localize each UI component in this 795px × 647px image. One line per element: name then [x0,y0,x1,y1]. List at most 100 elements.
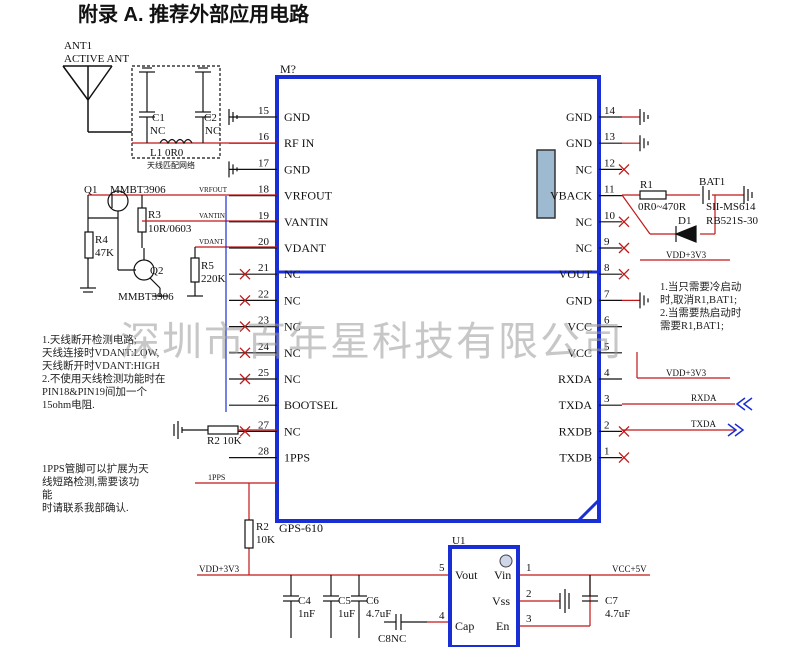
page-heading: 附录 A. 推荐外部应用电路 [78,4,310,26]
right-pin-group: 14GND13GND12NC11VBACK10NC9NC8VOUT7GND6VC… [550,105,649,465]
r5-value: 220K [201,273,226,285]
note-detect-6: 15ohm电阻. [42,398,95,411]
note-battery-2: 时,取消R1,BAT1; [660,293,737,306]
detect-circuit [80,190,277,297]
r5-ref: R5 [201,260,214,272]
reg-pin-vout-name: Vout [455,568,478,582]
module-corner [576,498,601,523]
no-connect-mark [239,347,251,359]
c5-ref: C5 [338,595,351,607]
module-part: GPS-610 [279,521,323,535]
pin-name: GND [566,136,592,150]
pin-name: VCC [567,320,592,334]
net-txda: TXDA [691,419,716,429]
pin-number: 22 [258,288,269,300]
regulator-section [197,545,650,647]
bat1-part: SII-MS614 [706,201,756,213]
c4-ref: C4 [298,595,311,607]
pullup-resistor [244,519,254,549]
antenna-section [62,65,132,133]
pin-number: 28 [258,446,270,458]
d1-part: RB521S-30 [706,215,758,227]
no-connect-mark [239,425,251,437]
c7-value: 4.7uF [605,608,630,620]
r4-ref: R4 [95,234,108,246]
bootsel-resistor [173,421,277,439]
pin-number: 3 [604,393,610,405]
pin-name: VBACK [550,189,592,203]
note-pps-3: 能 [42,488,53,501]
pin-number: 5 [604,341,610,353]
pin-number: 4 [604,367,610,379]
pin-number: 12 [604,157,615,169]
reg-pin-cap-num: 4 [439,610,445,622]
pin-number: 16 [258,131,270,143]
note-detect-2: 天线连接时VDANT:LOW, [42,346,159,359]
module-pin-16: 16 RF IN [229,131,315,150]
module-outline [275,75,601,523]
bat1-symbol [702,186,753,204]
matching-caption: 天线匹配网络 [147,160,195,170]
pin-name: NC [575,215,592,229]
reg-pin-vin-name: Vin [494,568,511,582]
antenna-type: ACTIVE ANT [64,53,129,65]
no-connect-mark [618,425,630,437]
no-connect-mark [618,452,630,464]
net-vdant: VDANT [199,238,224,246]
pin-name: BOOTSEL [284,398,338,412]
pin-name: NC [284,372,301,386]
reg-pin-vss-name: Vss [492,594,510,608]
module-pin-4: 4 RXDA [558,367,622,386]
c1-ref: C1 [152,112,165,124]
pps-net [195,482,277,575]
no-connect-mark [239,373,251,385]
bat1-ref: BAT1 [699,176,725,188]
note-pps-4: 时请联系我部确认. [42,501,129,514]
backup-battery-circuit [621,194,744,261]
c7-ref: C7 [605,595,618,607]
net-vdd-backup: VDD+3V3 [666,250,707,260]
note-detect-5: PIN18&PIN19间加一个 [42,385,148,398]
net-rxda: RXDA [691,393,717,403]
c8-ref: C8 [378,633,391,645]
pin-name: VOUT [559,267,593,281]
pin-number: 9 [604,236,610,248]
pin-name: GND [566,293,592,307]
reg-pin-vin-num: 1 [526,562,532,574]
pin-number: 2 [604,419,610,431]
uart-arrows [727,397,753,437]
r4-value: 47K [95,247,114,259]
r1-ref: R1 [640,179,653,191]
l1-label: L1 0R0 [150,147,184,159]
reg-pin-vout-num: 5 [439,562,445,574]
note-detect-4: 2.不使用天线检测功能时在 [42,372,165,385]
c6-ref: C6 [366,595,379,607]
net-1pps: 1PPS [208,473,225,482]
pin-name: RXDA [558,372,592,386]
q1-part: MMBT3906 [110,184,166,196]
pin-name: RF IN [284,136,315,150]
pin-number: 1 [604,446,610,458]
pin-name: VDANT [284,241,327,255]
note-battery-3: 2.当需要热启动时 [660,306,742,319]
note-battery-1: 1.当只需要冷启动 [660,280,741,293]
watermark: 深圳市百年星科技有限公司 [120,319,624,365]
